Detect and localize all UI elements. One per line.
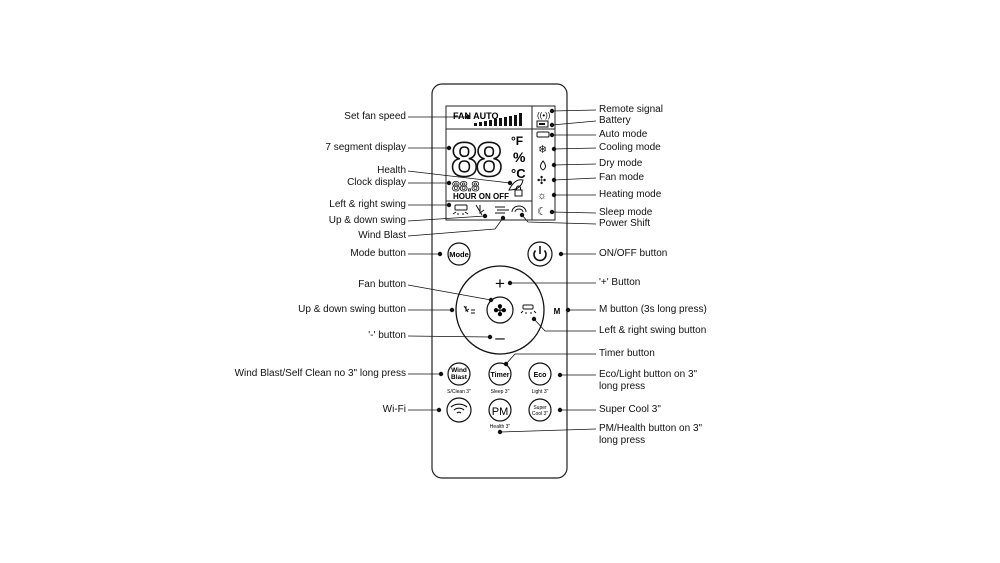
label-minus-button: '-' button	[368, 330, 406, 341]
remote-signal-icon: ((•))	[537, 111, 551, 120]
lock-icon	[514, 189, 523, 197]
label-auto-mode: Auto mode	[599, 129, 648, 140]
snowflake-icon: ❄	[538, 144, 547, 156]
battery-icon	[536, 120, 549, 128]
unit-f: °F	[511, 134, 523, 148]
label-sleep-mode: Sleep mode	[599, 207, 653, 218]
super-cool-label-1: Super	[533, 405, 547, 411]
wind-blast-sub: S/Clean 3"	[447, 389, 471, 395]
wind-blast-label-1: Wind	[451, 367, 467, 374]
label-ud-swing: Up & down swing	[328, 215, 406, 226]
label-lr-swing-button: Left & right swing button	[599, 325, 707, 336]
label-mode-button: Mode button	[350, 248, 406, 259]
wifi-icon	[450, 403, 468, 414]
eco-button[interactable]	[528, 362, 552, 386]
label-ud-swing-button: Up & down swing button	[298, 304, 406, 315]
mode-button-label: Mode	[449, 250, 469, 259]
label-super-cool: Super Cool 3"	[599, 404, 661, 415]
droplet-icon	[540, 160, 546, 171]
unit-c: °C	[511, 166, 526, 181]
ud-swing-icon	[475, 204, 485, 216]
wind-blast-icon	[495, 206, 509, 214]
health-leaf-icon	[508, 179, 524, 191]
hour-on-off: HOUR ON OFF	[453, 192, 509, 201]
timer-sub: Sleep 3"	[491, 389, 510, 395]
fan-button[interactable]	[486, 296, 514, 324]
label-onoff-button: ON/OFF button	[599, 248, 668, 259]
super-cool-label-2: Cool 3"	[532, 411, 548, 417]
pm-sub: Health 3"	[490, 424, 511, 430]
wifi-button[interactable]	[446, 397, 472, 423]
eco-sub: Light 3"	[532, 389, 549, 395]
label-eco-line1: Eco/Light button on 3"	[599, 369, 698, 380]
ud-swing-button[interactable]	[463, 305, 475, 314]
label-pm-line1: PM/Health button on 3"	[599, 423, 703, 434]
power-shift-icon	[511, 205, 527, 213]
auto-mode-icon	[536, 131, 550, 138]
label-set-fan-speed: Set fan speed	[344, 111, 406, 122]
lr-swing-button[interactable]	[520, 304, 537, 314]
seven-segment-digits: 88	[451, 134, 502, 187]
sun-icon: ☼	[537, 190, 547, 202]
label-fan-button: Fan button	[358, 279, 406, 290]
label-wifi: Wi-Fi	[382, 404, 406, 415]
eco-label: Eco	[534, 372, 547, 379]
timer-label: Timer	[491, 372, 510, 379]
pm-label: PM	[492, 406, 509, 418]
label-fan-mode: Fan mode	[599, 172, 645, 183]
label-plus-button: '+' Button	[599, 277, 641, 288]
clock-digits: 88.8	[452, 178, 479, 194]
label-cooling-mode: Cooling mode	[599, 142, 661, 153]
fan-icon: ✤	[493, 303, 506, 320]
label-wind-blast: Wind Blast	[358, 230, 406, 241]
moon-icon: ☾	[537, 206, 547, 218]
pm-button[interactable]	[488, 398, 512, 422]
fan-speed-bars	[474, 113, 522, 126]
label-pm-line2: long press	[599, 435, 646, 446]
wind-blast-label-2: Blast	[451, 374, 468, 381]
timer-button[interactable]	[488, 362, 512, 386]
label-remote-signal: Remote signal	[599, 104, 663, 115]
label-battery: Battery	[599, 115, 631, 126]
m-button[interactable]: M	[554, 307, 561, 316]
wind-blast-button[interactable]	[447, 362, 471, 386]
label-clock-display: Clock display	[347, 177, 406, 188]
lcd-fan-auto: FAN AUTO	[453, 111, 499, 121]
label-seven-segment: 7 segment display	[325, 142, 406, 153]
label-heating-mode: Heating mode	[599, 189, 662, 200]
plus-button[interactable]: +	[495, 274, 505, 293]
label-timer-button: Timer button	[599, 348, 655, 359]
label-lr-swing: Left & right swing	[329, 199, 406, 210]
mode-button[interactable]	[447, 242, 471, 266]
label-power-shift: Power Shift	[599, 218, 651, 229]
leader-lines	[407, 114, 513, 413]
super-cool-button[interactable]	[528, 398, 552, 422]
label-wind-blast-button: Wind Blast/Self Clean no 3" long press	[234, 368, 406, 379]
unit-percent: %	[513, 149, 526, 165]
fan-mode-icon: ✣	[537, 175, 546, 187]
label-eco-line2: long press	[599, 381, 646, 392]
lr-swing-icon	[454, 204, 468, 211]
label-dry-mode: Dry mode	[599, 158, 643, 169]
label-m-button: M button (3s long press)	[599, 304, 707, 315]
minus-button[interactable]: –	[495, 328, 505, 347]
power-icon	[533, 249, 547, 262]
label-health: Health	[377, 165, 406, 176]
